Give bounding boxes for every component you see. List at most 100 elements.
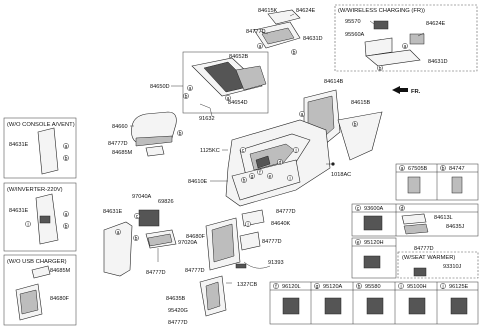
callout-letter: e — [357, 240, 360, 246]
table-part-number: 93600A — [364, 206, 384, 212]
part-label: 95560A — [345, 32, 365, 38]
front-lower-panel: a b c — [103, 209, 177, 277]
part-label: 69826 — [158, 199, 174, 205]
part-label: 84777D — [185, 268, 205, 274]
part-label: 84631E — [9, 208, 29, 214]
callout-letter: b — [379, 66, 382, 72]
part-label: 84777D — [146, 270, 166, 276]
part-label: 1327CB — [237, 282, 257, 288]
table-part-number: 95120H — [364, 240, 384, 246]
callout-letter: h — [243, 178, 246, 184]
part-label: 84685M — [112, 150, 133, 156]
part-label: 97020A — [178, 240, 198, 246]
callout-letter: a — [301, 112, 304, 118]
callout-letter: j — [294, 148, 296, 154]
variant-box-console-avent — [3, 117, 77, 179]
table-part-number: 96120L — [282, 284, 301, 290]
part-label: 84615K — [258, 8, 278, 14]
callout-letter: i — [27, 222, 28, 228]
variant-title: (W/WIRELESS CHARGING (FR)) — [338, 8, 425, 14]
part-label: 84652B — [229, 54, 249, 60]
part-label: 84777D — [108, 141, 128, 147]
callout-letter: c — [136, 214, 139, 220]
table-part-number: 96125E — [449, 284, 469, 290]
variant-title: (W/SEAT WARMER) — [402, 255, 455, 261]
callout-letter: f — [275, 284, 277, 290]
part-label: 84654D — [228, 100, 248, 106]
part-label: 84631D — [428, 59, 448, 65]
callout-letter: h — [358, 284, 361, 290]
callout-letter: f — [259, 170, 261, 176]
part-label: 84631E — [103, 209, 123, 215]
console-body: d c e f g h j i — [222, 119, 335, 207]
callout-letter: b — [179, 131, 182, 137]
parts-table: a b c d e f g h i j — [269, 163, 479, 325]
callout-letter: a — [117, 230, 120, 236]
part-label: 95570 — [345, 19, 361, 25]
callout-letter: a — [259, 44, 262, 50]
variant-box-usb — [3, 254, 77, 326]
tray-cover-group: a b — [253, 9, 301, 56]
callout-letter: b — [65, 224, 68, 230]
cover-assembly-box — [182, 51, 269, 114]
callout-letter: a — [65, 144, 68, 150]
usb-parts — [15, 265, 51, 321]
callout-letter: g — [251, 174, 254, 180]
part-label: 97040A — [132, 194, 152, 200]
part-label: 84610E — [188, 179, 208, 185]
callout-letter: b — [293, 50, 296, 56]
front-label: FR. — [411, 89, 421, 95]
callout-letter: i — [289, 176, 290, 182]
table-part-number: 95120A — [323, 284, 343, 290]
variant-title: (W/O CONSOLE A/VENT) — [7, 122, 75, 128]
variant-box-inverter — [3, 182, 77, 252]
callout-letter: a — [189, 86, 192, 92]
part-label: 84631D — [303, 36, 323, 42]
cover-assembly: a b a — [183, 57, 267, 117]
callout-letter: j — [246, 222, 248, 228]
part-label: 84650D — [150, 84, 170, 90]
lower-bracket — [199, 275, 232, 317]
part-label: 84680F — [50, 296, 70, 302]
callout-letter: a — [404, 44, 407, 50]
part-label: 84777D — [276, 209, 296, 215]
callout-letter: a — [65, 212, 68, 218]
table-part-number: 84747 — [449, 166, 465, 172]
callout-letter: b — [135, 236, 138, 242]
part-label: 95420G — [168, 308, 188, 314]
table-part-number: 84613L — [434, 215, 453, 221]
storage-bin: j — [205, 209, 271, 271]
callout-letter: d — [401, 206, 404, 212]
table-part-number: 95580 — [365, 284, 381, 290]
table-part-number: 95100H — [407, 284, 427, 290]
wireless-charging-box — [334, 4, 478, 72]
part-label: 84660 — [112, 124, 128, 130]
callout-letter: a — [227, 96, 230, 102]
part-label: 91393 — [268, 260, 284, 266]
callout-letter: j — [441, 284, 443, 290]
callout-letter: b — [65, 156, 68, 162]
front-arrow — [392, 86, 408, 94]
variant-title: (W/INVERTER-220V) — [7, 187, 63, 193]
part-label: 84614B — [324, 79, 344, 85]
part-label: 84685M — [50, 268, 71, 274]
part-label: 84624E — [296, 8, 316, 14]
callout-letter: d — [279, 160, 282, 166]
part-label: 84615B — [351, 100, 371, 106]
variant-title: (W/O USB CHARGER) — [7, 259, 67, 265]
wireless-parts: a b — [364, 20, 425, 72]
part-label: 84777D — [246, 29, 266, 35]
callout-letter: g — [316, 284, 319, 290]
table-part-number: 67505B — [408, 166, 428, 172]
part-label: 84777D — [168, 320, 188, 326]
callout-letter: e — [269, 174, 272, 180]
callout-letter: b — [442, 166, 445, 172]
console-avent-part: a b — [37, 127, 69, 175]
callout-letter: a — [401, 166, 404, 172]
table-part-number: 93310J — [443, 264, 462, 270]
callout-letter: b — [185, 94, 188, 100]
table-part-number: 84777D — [414, 246, 434, 252]
part-label: 1125KC — [200, 148, 220, 154]
part-label: 84777D — [262, 239, 282, 245]
